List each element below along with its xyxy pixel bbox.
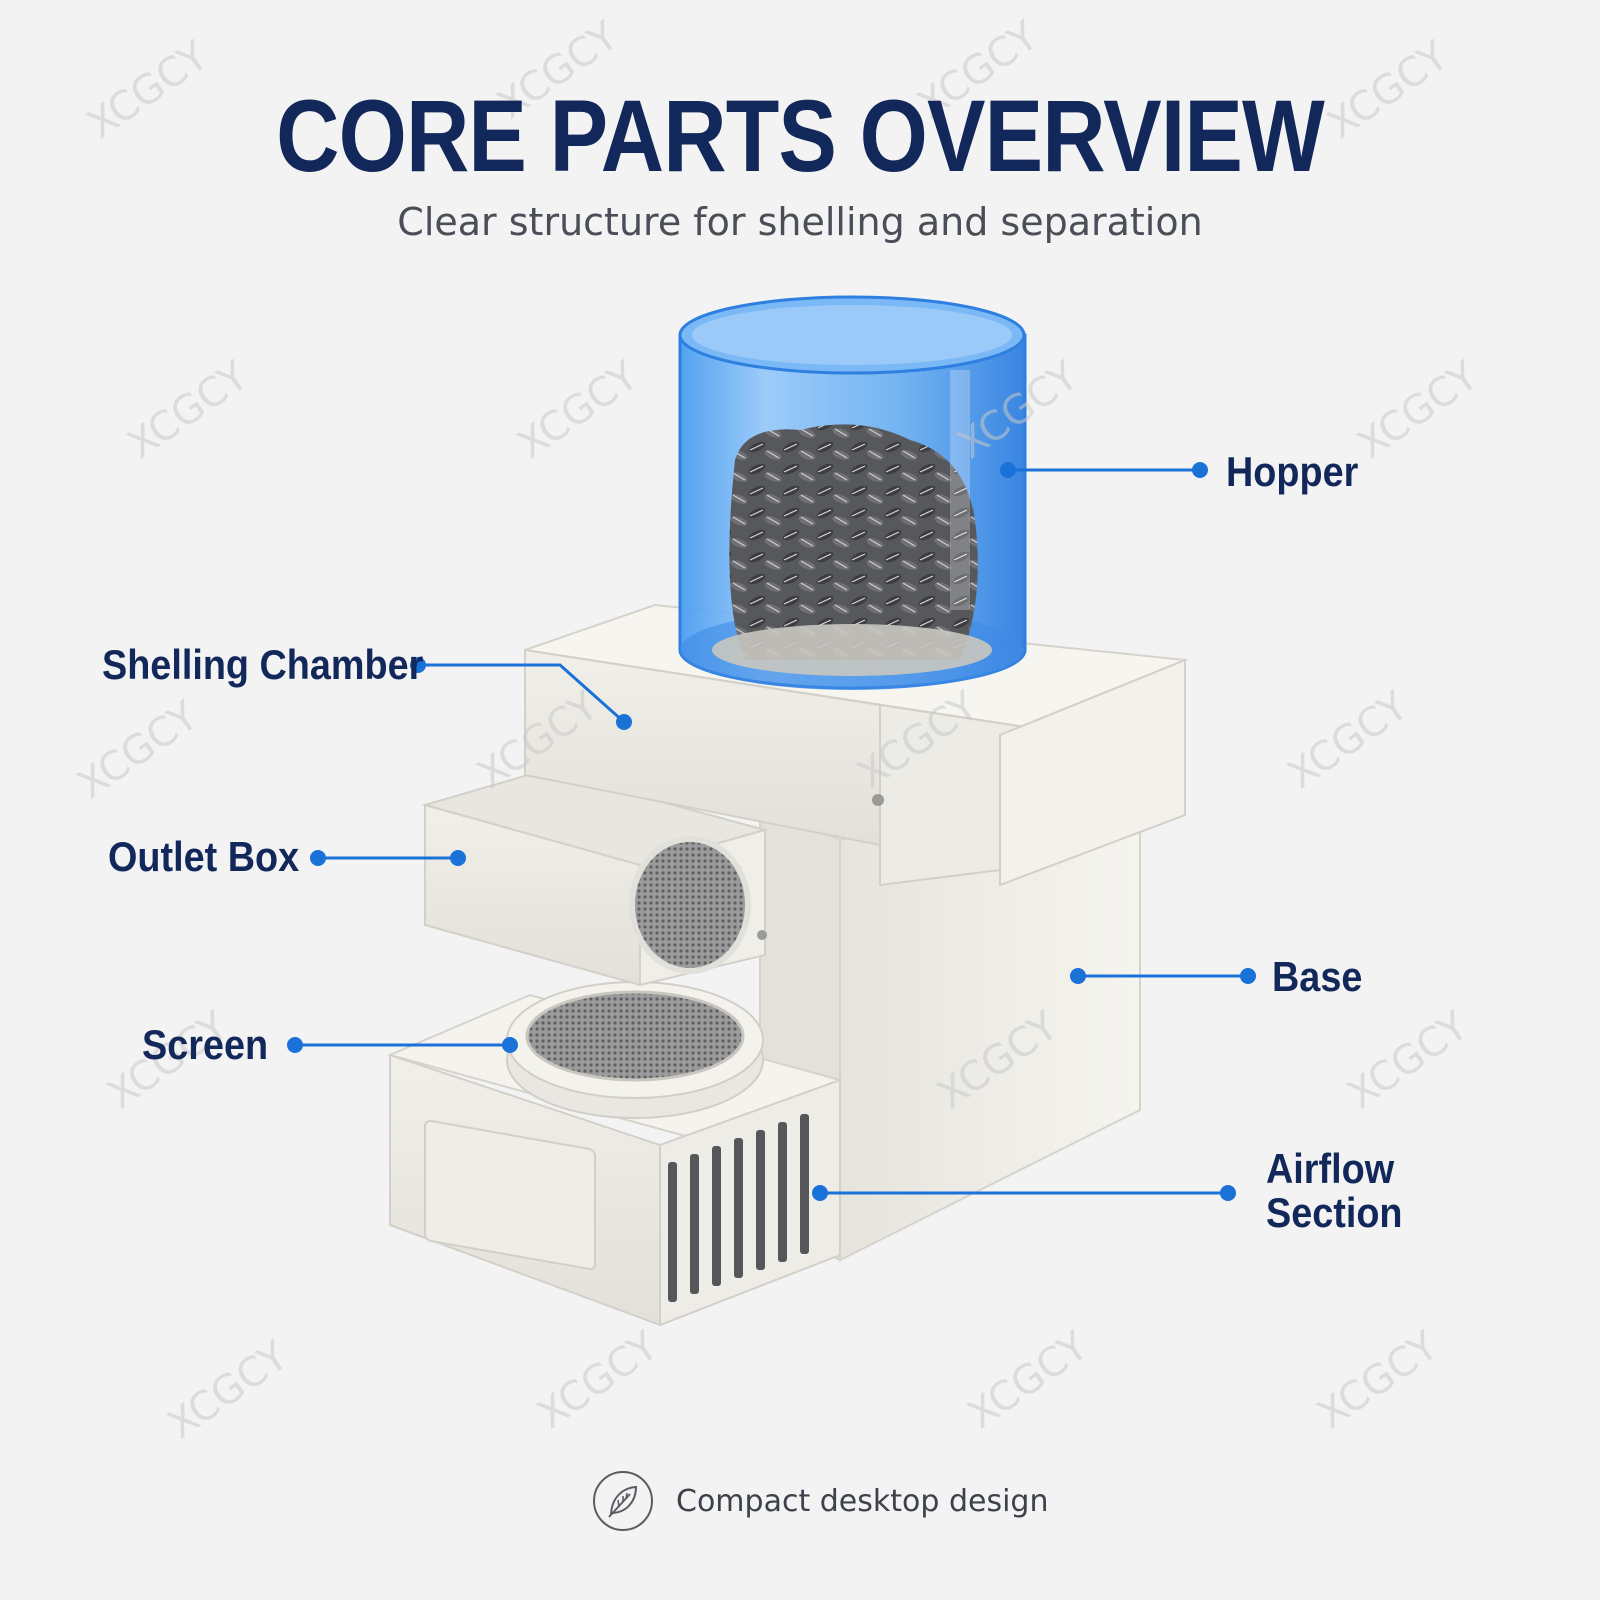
- callout-label-airflow-line2: Section: [1266, 1189, 1403, 1236]
- watermark-text: XCGCY: [1279, 683, 1416, 798]
- watermark-text: XCGCY: [1339, 1003, 1476, 1118]
- watermark-text: XCGCY: [159, 1333, 296, 1448]
- page-subtitle: Clear structure for shelling and separat…: [397, 200, 1203, 244]
- watermark-text: XCGCY: [1309, 1323, 1446, 1438]
- callout-label-hopper: Hopper: [1226, 448, 1359, 495]
- callout-label-outlet-box: Outlet Box: [108, 833, 300, 880]
- footer-note: Compact desktop design: [592, 1470, 1052, 1534]
- watermark-text: XCGCY: [1349, 353, 1486, 468]
- outlet-box-drawer: [421, 768, 769, 987]
- watermark-text: XCGCY: [69, 693, 206, 808]
- watermark-text: XCGCY: [119, 353, 256, 468]
- callout-label-airflow-line1: Airflow: [1266, 1145, 1395, 1192]
- callout-lines: [287, 462, 1256, 1201]
- callout-label-shelling-chamber: Shelling Chamber: [102, 641, 424, 688]
- watermark-text: XCGCY: [529, 1323, 666, 1438]
- screen-disc: [506, 981, 764, 1119]
- leaf-icon: [593, 1471, 653, 1531]
- hopper: [678, 295, 1027, 690]
- callout-label-base: Base: [1272, 953, 1363, 1000]
- callout-label-screen: Screen: [142, 1021, 269, 1068]
- watermark-text: XCGCY: [509, 353, 646, 468]
- watermark-text: XCGCY: [959, 1323, 1096, 1438]
- page-title: CORE PARTS OVERVIEW: [276, 79, 1325, 193]
- footer-text: Compact desktop design: [676, 1484, 1049, 1519]
